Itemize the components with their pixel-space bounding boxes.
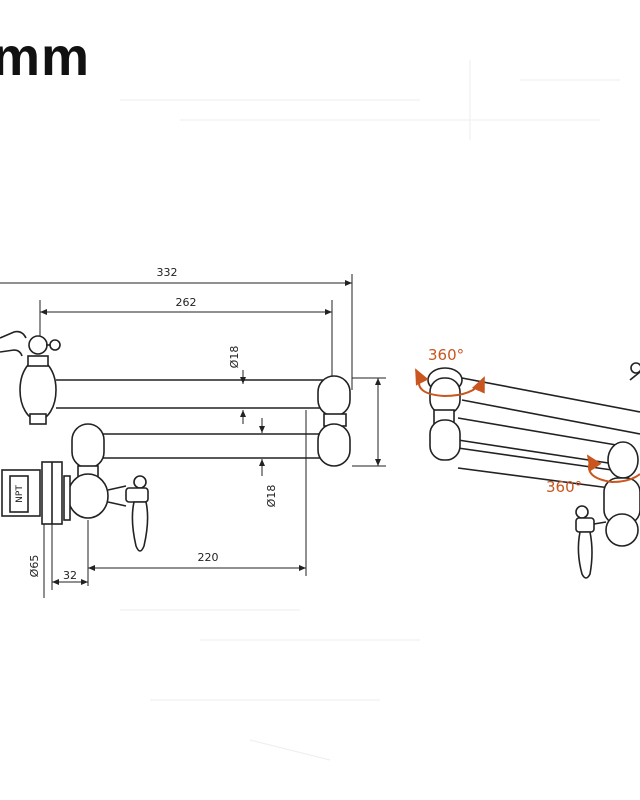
unit-label: mm bbox=[0, 27, 91, 87]
dim-wall-offset: 32 bbox=[63, 569, 77, 582]
dim-arm-length: 262 bbox=[176, 296, 197, 309]
rotation-arrow-upper bbox=[418, 376, 485, 398]
dim-lower-arm-length: 220 bbox=[198, 551, 219, 564]
rotation-label-upper: 360° bbox=[428, 346, 464, 364]
rotation-label-lower: 360° bbox=[546, 478, 582, 496]
dim-flange-diameter: Ø65 bbox=[28, 555, 41, 578]
faucet-side-view: NPT bbox=[0, 330, 351, 552]
dimension-labels: 332 262 Ø18 Ø18 220 32 Ø65 bbox=[28, 266, 278, 582]
dimension-lines bbox=[0, 274, 386, 598]
dim-overall-length: 332 bbox=[157, 266, 178, 279]
dim-upper-pipe-diameter: Ø18 bbox=[228, 346, 241, 369]
inlet-label: NPT bbox=[15, 485, 25, 503]
background-ghost-lines bbox=[120, 60, 620, 761]
dim-lower-pipe-diameter: Ø18 bbox=[265, 485, 278, 508]
rotation-indicators: 360° 360° bbox=[415, 346, 640, 496]
faucet-perspective-view bbox=[427, 362, 640, 579]
